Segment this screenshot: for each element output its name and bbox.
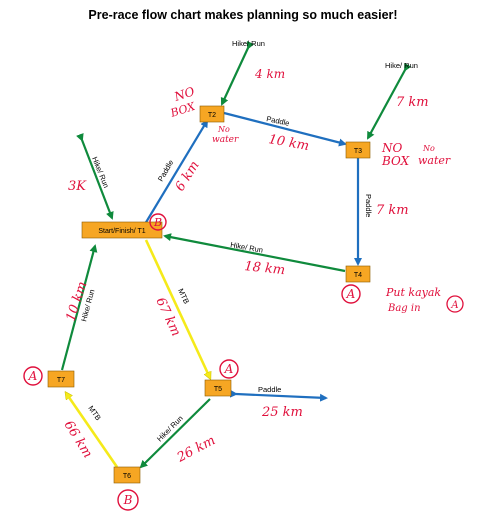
edge-t6-t7 (66, 393, 119, 468)
svg-text:A: A (346, 287, 356, 301)
mark-t5-a: A (219, 359, 239, 379)
note-t4-line-2: Bag in (387, 303, 421, 314)
label-t1-t5: MTB (176, 287, 191, 305)
edge-t4-t1 (163, 233, 346, 273)
note-t3-no-water-2: water (418, 154, 451, 167)
edge-t7-t1 (60, 244, 98, 371)
node-start-label: Start/Finish/ T1 (98, 228, 145, 235)
node-t4: T4 (345, 265, 371, 283)
edge-t2-hike (220, 40, 255, 106)
mark-t6-b: B (117, 489, 139, 511)
edge-t5-t6 (139, 398, 211, 469)
edge-t1-hike (76, 132, 114, 220)
edge-t5-paddle (229, 389, 328, 402)
dist-t2-t3: 10 km (267, 132, 310, 154)
label-t3-t4: Paddle (364, 194, 373, 217)
label-t5-paddle: Paddle (258, 385, 281, 394)
edge-t2-t3 (223, 111, 347, 147)
edge-t1-t2 (144, 119, 209, 225)
node-t3: T3 (345, 141, 371, 159)
label-t3-hike: Hike/ Run (385, 61, 418, 70)
dist-t3-t4: 7 km (376, 203, 409, 218)
svg-text:B: B (153, 216, 162, 229)
note-t2-no: NO (172, 84, 197, 104)
note-t4-line-1: Put kayak (385, 286, 441, 299)
node-t2-label: T2 (208, 112, 216, 119)
svg-text:A: A (28, 369, 38, 383)
dist-t5-t6: 26 km (174, 433, 218, 466)
dist-t5-paddle: 25 km (261, 405, 303, 420)
dist-t3-hike: 7 km (396, 95, 429, 110)
node-t6-label: T6 (123, 473, 131, 480)
note-t3-no: NO (381, 141, 403, 155)
mark-t7-a: A (23, 366, 43, 386)
note-t3-no-water-1: No (422, 144, 435, 153)
label-t6-t7: MTB (86, 404, 102, 422)
mark-start-b: B (149, 213, 167, 231)
note-t2-no-water-1: No (217, 125, 230, 134)
dist-t1-t5: 67 km (152, 295, 183, 338)
note-t2-no-water-2: water (212, 135, 239, 145)
dist-t4-t1: 18 km (244, 259, 286, 278)
node-t7: T7 (47, 370, 75, 388)
svg-text:A: A (450, 300, 458, 311)
svg-text:B: B (123, 493, 133, 507)
node-t2: T2 (199, 105, 225, 123)
node-start: Start/Finish/ T1 (81, 221, 163, 239)
node-t4-label: T4 (354, 272, 362, 279)
node-t5-label: T5 (214, 386, 222, 393)
note-t2-box: BOX (168, 99, 198, 120)
edge-t3-hike (367, 62, 412, 140)
edge-t1-t5 (144, 239, 210, 378)
mark-t4-note-a: A (446, 295, 464, 313)
page-title: Pre-race flow chart makes planning so mu… (88, 8, 398, 22)
dist-t2-hike: 4 km (254, 67, 285, 81)
dist-t1-hike: 3K (68, 179, 87, 194)
node-t7-label: T7 (57, 377, 65, 384)
mark-t4-a: A (341, 284, 361, 304)
node-t5: T5 (204, 379, 232, 397)
dist-t1-t2: 6 km (173, 159, 203, 195)
label-t2-hike: Hike/ Run (232, 39, 265, 48)
label-t1-hike: Hike/ Run (90, 155, 111, 189)
dist-t6-t7: 66 km (61, 418, 95, 461)
node-t6: T6 (113, 466, 141, 484)
note-t3-box: BOX (381, 154, 410, 168)
node-t3-label: T3 (354, 148, 362, 155)
svg-text:A: A (224, 362, 234, 376)
